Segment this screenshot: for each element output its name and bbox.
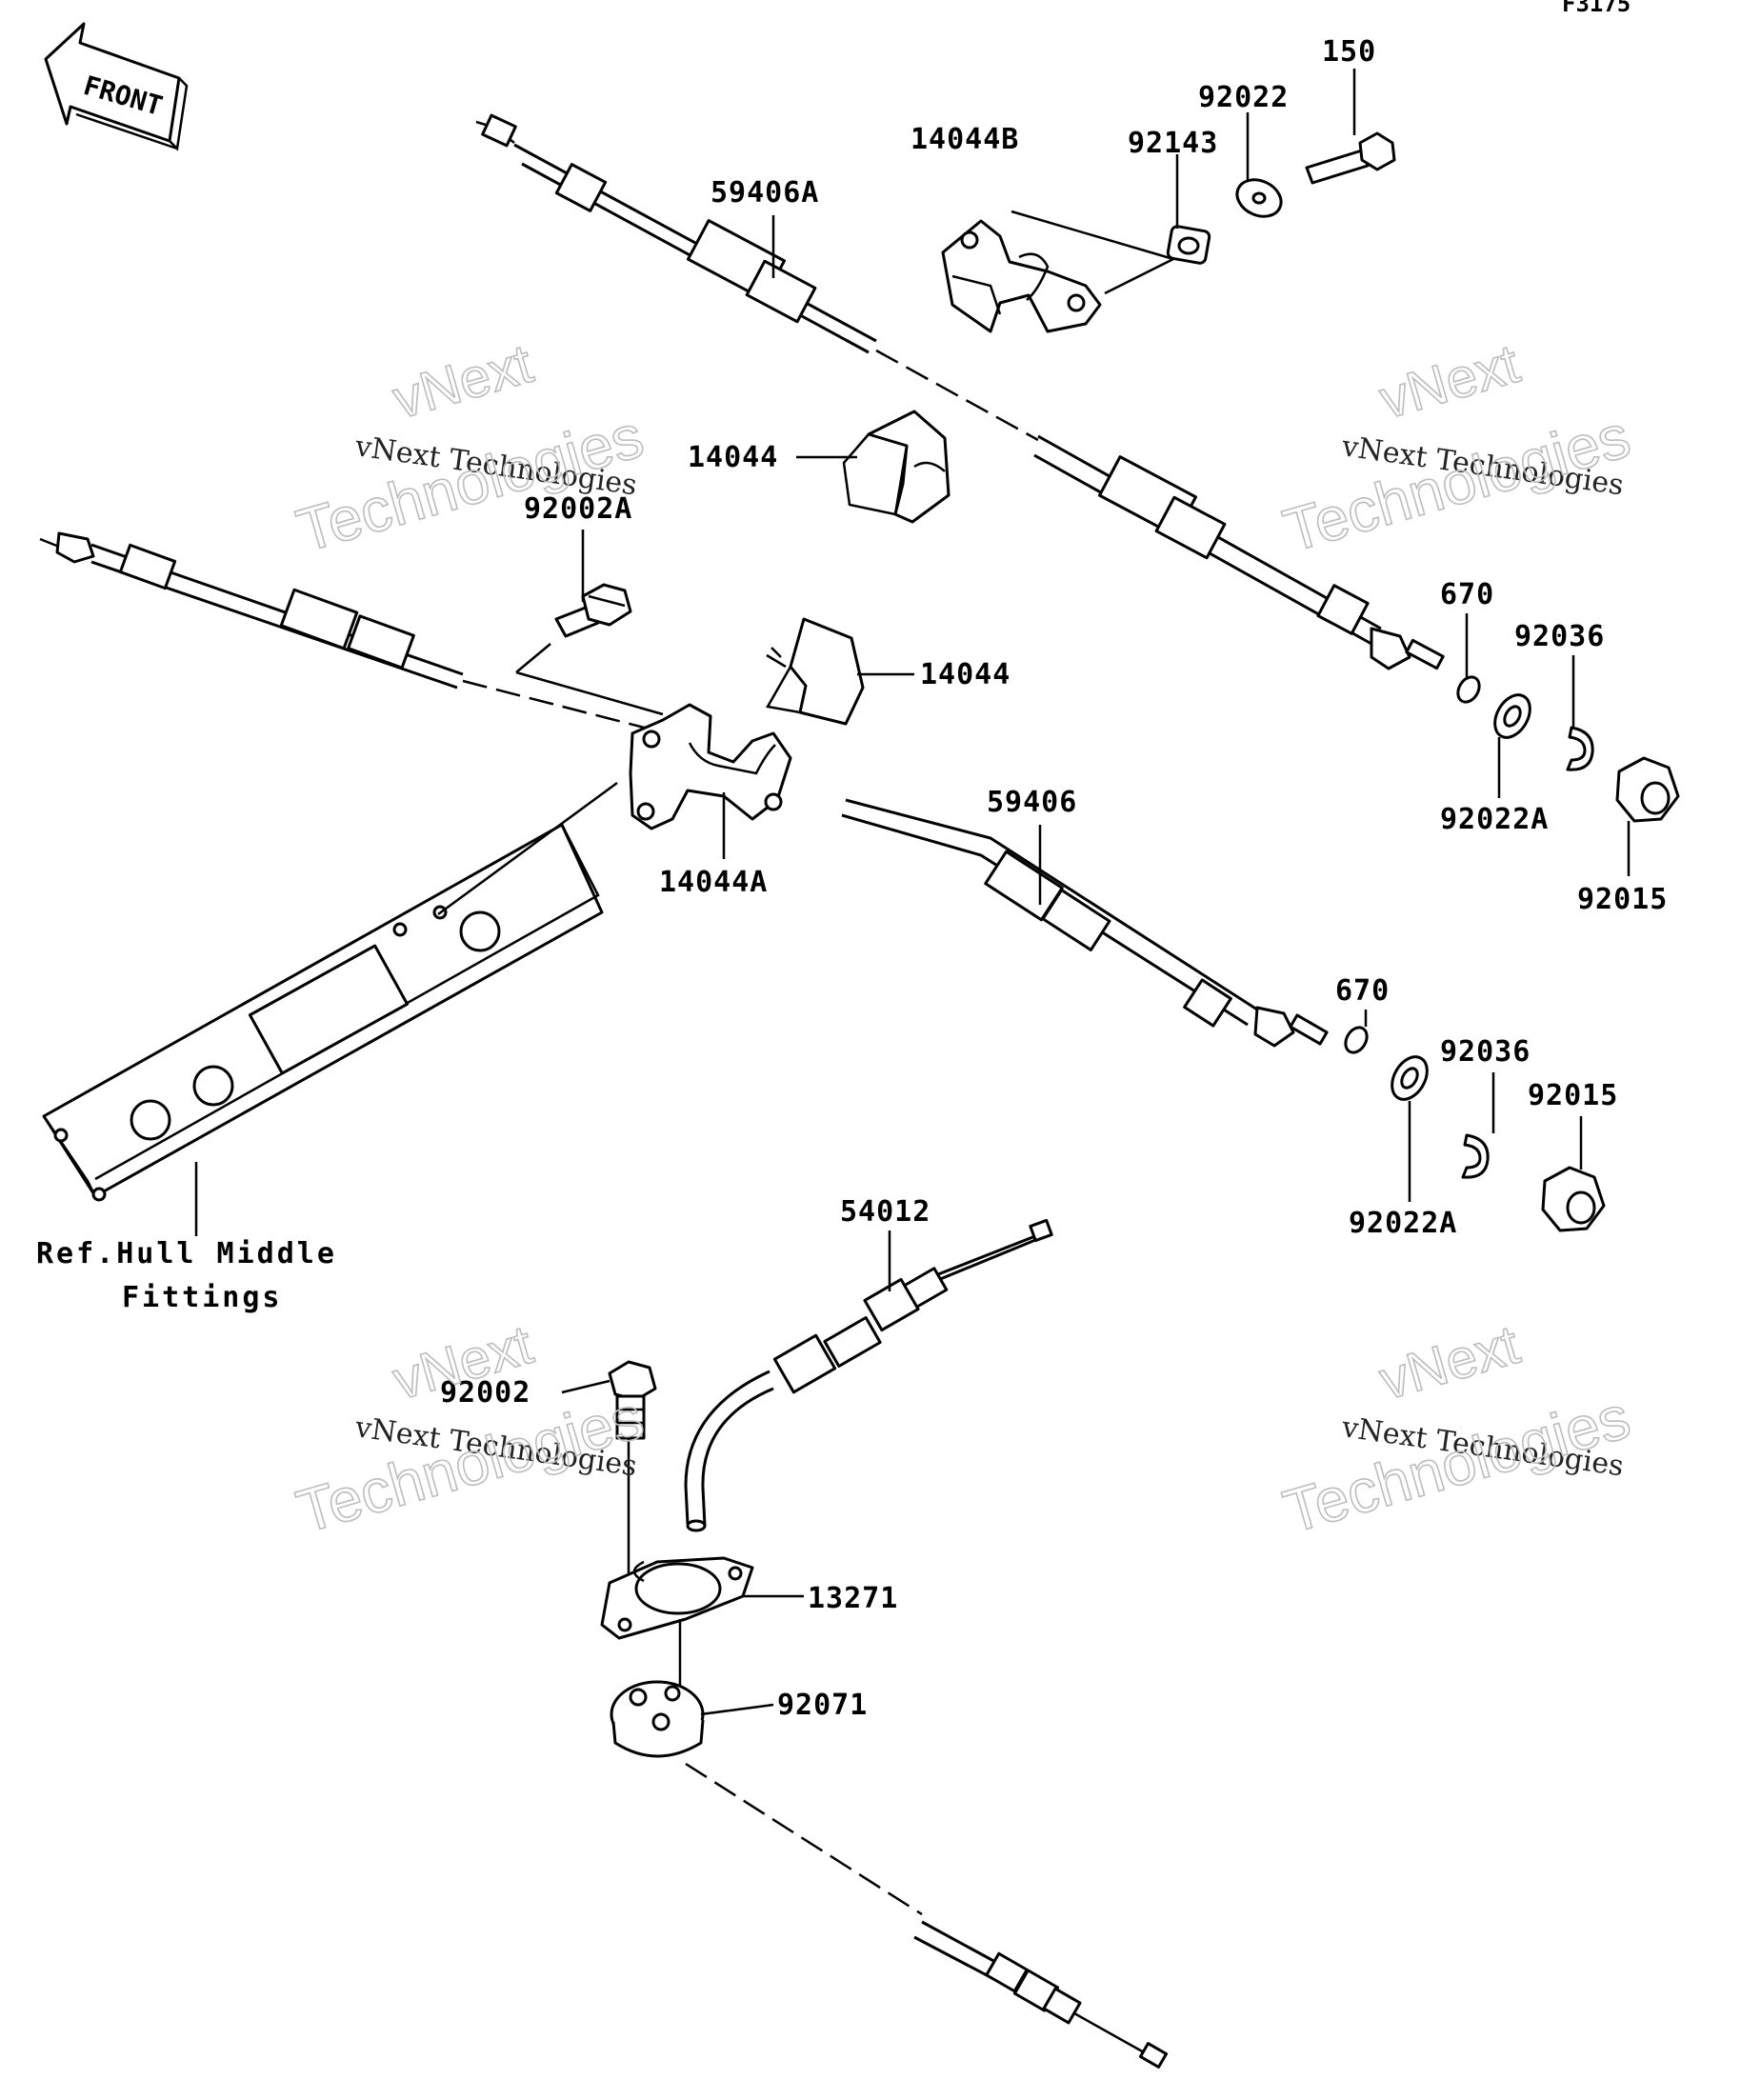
label-14044A: 14044A [659,866,768,899]
reference-line1: Ref.Hull Middle [36,1237,337,1270]
label-92036-bot: 92036 [1440,1035,1531,1069]
leader-lines [194,69,1631,1716]
watermark-bottom-right: vNext Technologies vNext Technologies [1275,1312,1638,1547]
label-14044B: 14044B [911,123,1019,156]
watermark-top-left: vNext Technologies vNext Technologies [289,331,651,566]
nut-92015-bot [1541,1166,1606,1232]
flange-13271 [600,1556,754,1640]
watermark-bottom-left: vNext Technologies vNext Technologies [289,1312,651,1547]
label-13271: 13271 [808,1582,898,1615]
label-54012: 54012 [840,1195,931,1229]
bolt-92002 [608,1360,657,1440]
bolt-150 [1305,131,1396,185]
label-92015-top: 92015 [1577,883,1668,916]
grommet-92071 [610,1680,705,1758]
reference-line2: Fittings [122,1281,283,1314]
label-670-top: 670 [1440,578,1494,611]
washer-92022A-top [1493,693,1531,739]
clip-14044-mid [766,617,865,726]
watermark-text: vNext [1373,332,1526,430]
clip-92036-bot [1461,1133,1490,1179]
cable-54012 [684,1218,1053,1532]
label-92022: 92022 [1198,81,1289,114]
label-92022A-top: 92022A [1440,803,1549,836]
watermark-text: vNext [1373,1313,1526,1411]
label-92022A-bot: 92022A [1349,1207,1457,1240]
label-670-bot: 670 [1335,974,1390,1008]
spacer-92143 [1166,225,1211,265]
cable-59406A [475,113,1445,670]
label-92002: 92002 [440,1376,530,1410]
washer-92022 [1235,178,1283,218]
o-ring-670-top [1456,675,1481,704]
label-59406: 59406 [987,786,1077,819]
label-92071: 92071 [777,1689,868,1722]
watermark-top-right: vNext Technologies vNext Technologies [1275,331,1638,566]
hull-middle-fittings-plate [42,823,604,1202]
label-59406A: 59406A [710,176,819,210]
label-92002A: 92002A [524,492,632,526]
nut-92015-top [1615,756,1680,823]
cable-lower [685,1762,1169,2069]
washer-92022A-bot [1391,1055,1429,1101]
label-14044-top: 14044 [688,441,778,474]
o-ring-670-bot [1344,1026,1369,1054]
label-14044-mid: 14044 [920,658,1011,691]
bracket-14044B [941,219,1102,333]
clip-92036-top [1566,726,1594,771]
label-150: 150 [1322,35,1376,69]
diagram-code: F3175 [1562,0,1631,17]
label-92015-bot: 92015 [1528,1079,1618,1112]
front-arrow-icon: FRONT [44,22,189,151]
bracket-14044A [629,703,792,830]
clip-14044-top [842,410,951,524]
watermark-text: vNext [387,332,539,430]
cable-59406 [39,531,1329,1048]
label-92036-top: 92036 [1514,620,1605,653]
label-92143: 92143 [1128,127,1218,160]
bolt-92002A [554,583,632,638]
